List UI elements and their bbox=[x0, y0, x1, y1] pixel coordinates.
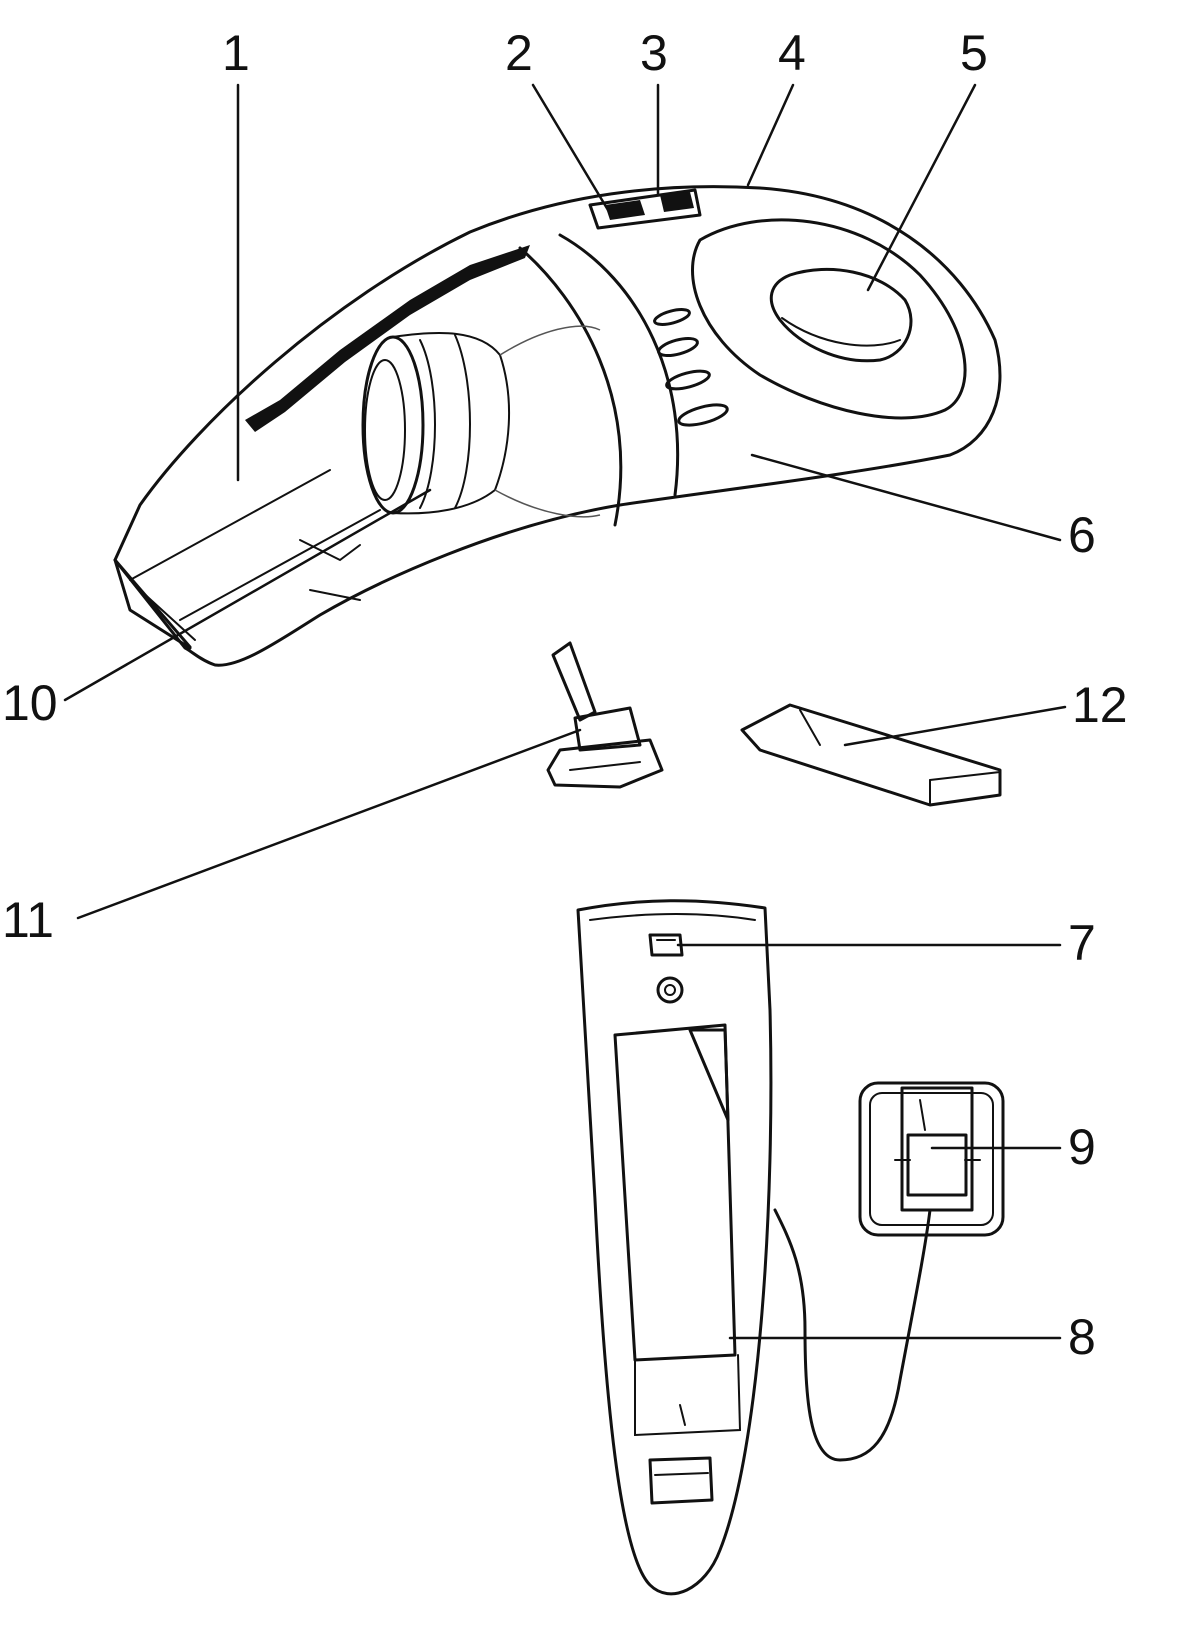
callout-1: 1 bbox=[222, 25, 250, 81]
side-vents bbox=[653, 308, 729, 427]
brush-accessory bbox=[546, 641, 664, 789]
handle bbox=[691, 218, 967, 420]
flat-nozzle-accessory bbox=[740, 703, 1002, 807]
callout-5: 5 bbox=[960, 25, 988, 81]
callout-6: 6 bbox=[1068, 507, 1096, 563]
vacuum-body bbox=[113, 185, 1002, 667]
callout-8: 8 bbox=[1068, 1309, 1096, 1365]
callout-11: 11 bbox=[2, 892, 54, 948]
callout-7: 7 bbox=[1068, 915, 1096, 971]
callout-2: 2 bbox=[505, 25, 533, 81]
callout-4: 4 bbox=[778, 25, 806, 81]
callout-9: 9 bbox=[1068, 1119, 1096, 1175]
callout-10: 10 bbox=[2, 675, 58, 731]
leader-lines bbox=[63, 83, 1067, 1340]
callout-12: 12 bbox=[1072, 677, 1128, 733]
callout-3: 3 bbox=[640, 25, 668, 81]
power-adapter bbox=[858, 1081, 1005, 1237]
charging-base bbox=[576, 899, 773, 1596]
power-cord bbox=[773, 1208, 932, 1462]
